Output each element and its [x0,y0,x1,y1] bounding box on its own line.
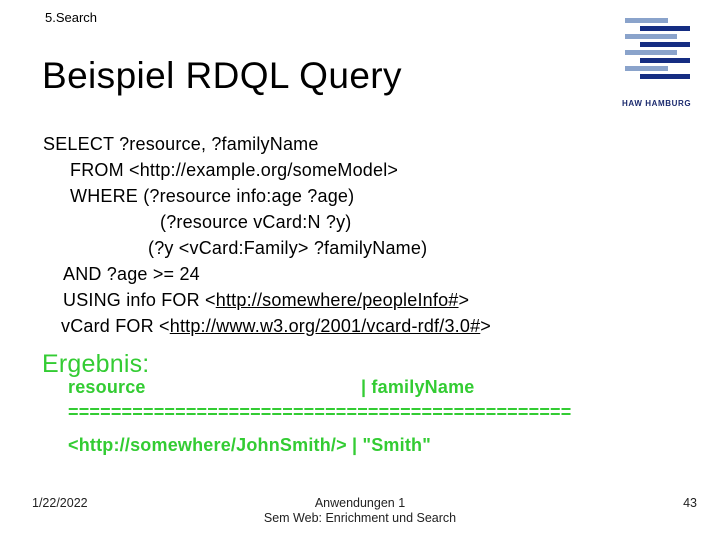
haw-hamburg-logo: HAW HAMBURG [622,18,702,110]
logo-bar-dark [640,26,690,31]
logo-bar-light [625,34,677,39]
using-suffix: > [458,290,470,310]
logo-bar-light [625,18,668,23]
query-line-triple-family: (?y <vCard:Family> ?familyName) [148,238,428,258]
query-line-triple-vcard-n: (?resource vCard:N ?y) [160,212,352,232]
vcard-suffix: > [480,316,492,336]
query-line-using: USING info FOR <http://somewhere/peopleI… [63,287,491,313]
footer-subtitle: Sem Web: Enrichment und Search [263,511,457,525]
rdql-query-code: SELECT ?resource, ?familyName FROM <http… [43,131,491,339]
page-title: Beispiel RDQL Query [42,55,402,96]
result-row: <http://somewhere/JohnSmith/> | "Smith" [68,435,431,455]
vcard-rdf-link[interactable]: http://www.w3.org/2001/vcard-rdf/3.0# [169,316,481,336]
section-label: 5.Search [45,10,98,25]
footer-date: 1/22/2022 [32,496,88,510]
query-line-where: WHERE (?resource info:age ?age) [70,186,355,206]
logo-caption: HAW HAMBURG [622,99,692,108]
vcard-prefix: vCard FOR < [61,316,170,336]
query-line-vcard: vCard FOR <http://www.w3.org/2001/vcard-… [61,313,491,339]
result-separator: ========================================… [68,402,572,422]
logo-bar-light [625,50,677,55]
footer-center: Anwendungen 1 Sem Web: Enrichment und Se… [0,496,720,526]
logo-bar-dark [640,42,690,47]
footer-course: Anwendungen 1 [314,496,406,510]
result-column-resource: resource [68,377,146,397]
query-line-and: AND ?age >= 24 [63,264,200,284]
query-line-select: SELECT ?resource, ?familyName [43,134,319,154]
using-prefix: USING info FOR < [63,290,216,310]
peopleinfo-link[interactable]: http://somewhere/peopleInfo# [215,290,459,310]
result-heading: Ergebnis: [42,350,150,378]
query-line-from: FROM <http://example.org/someModel> [70,160,399,180]
logo-bar-dark [640,74,690,79]
logo-bar-light [625,66,668,71]
logo-bar-dark [640,58,690,63]
page-number: 43 [683,496,697,510]
result-column-familyname: | familyName [361,377,475,397]
